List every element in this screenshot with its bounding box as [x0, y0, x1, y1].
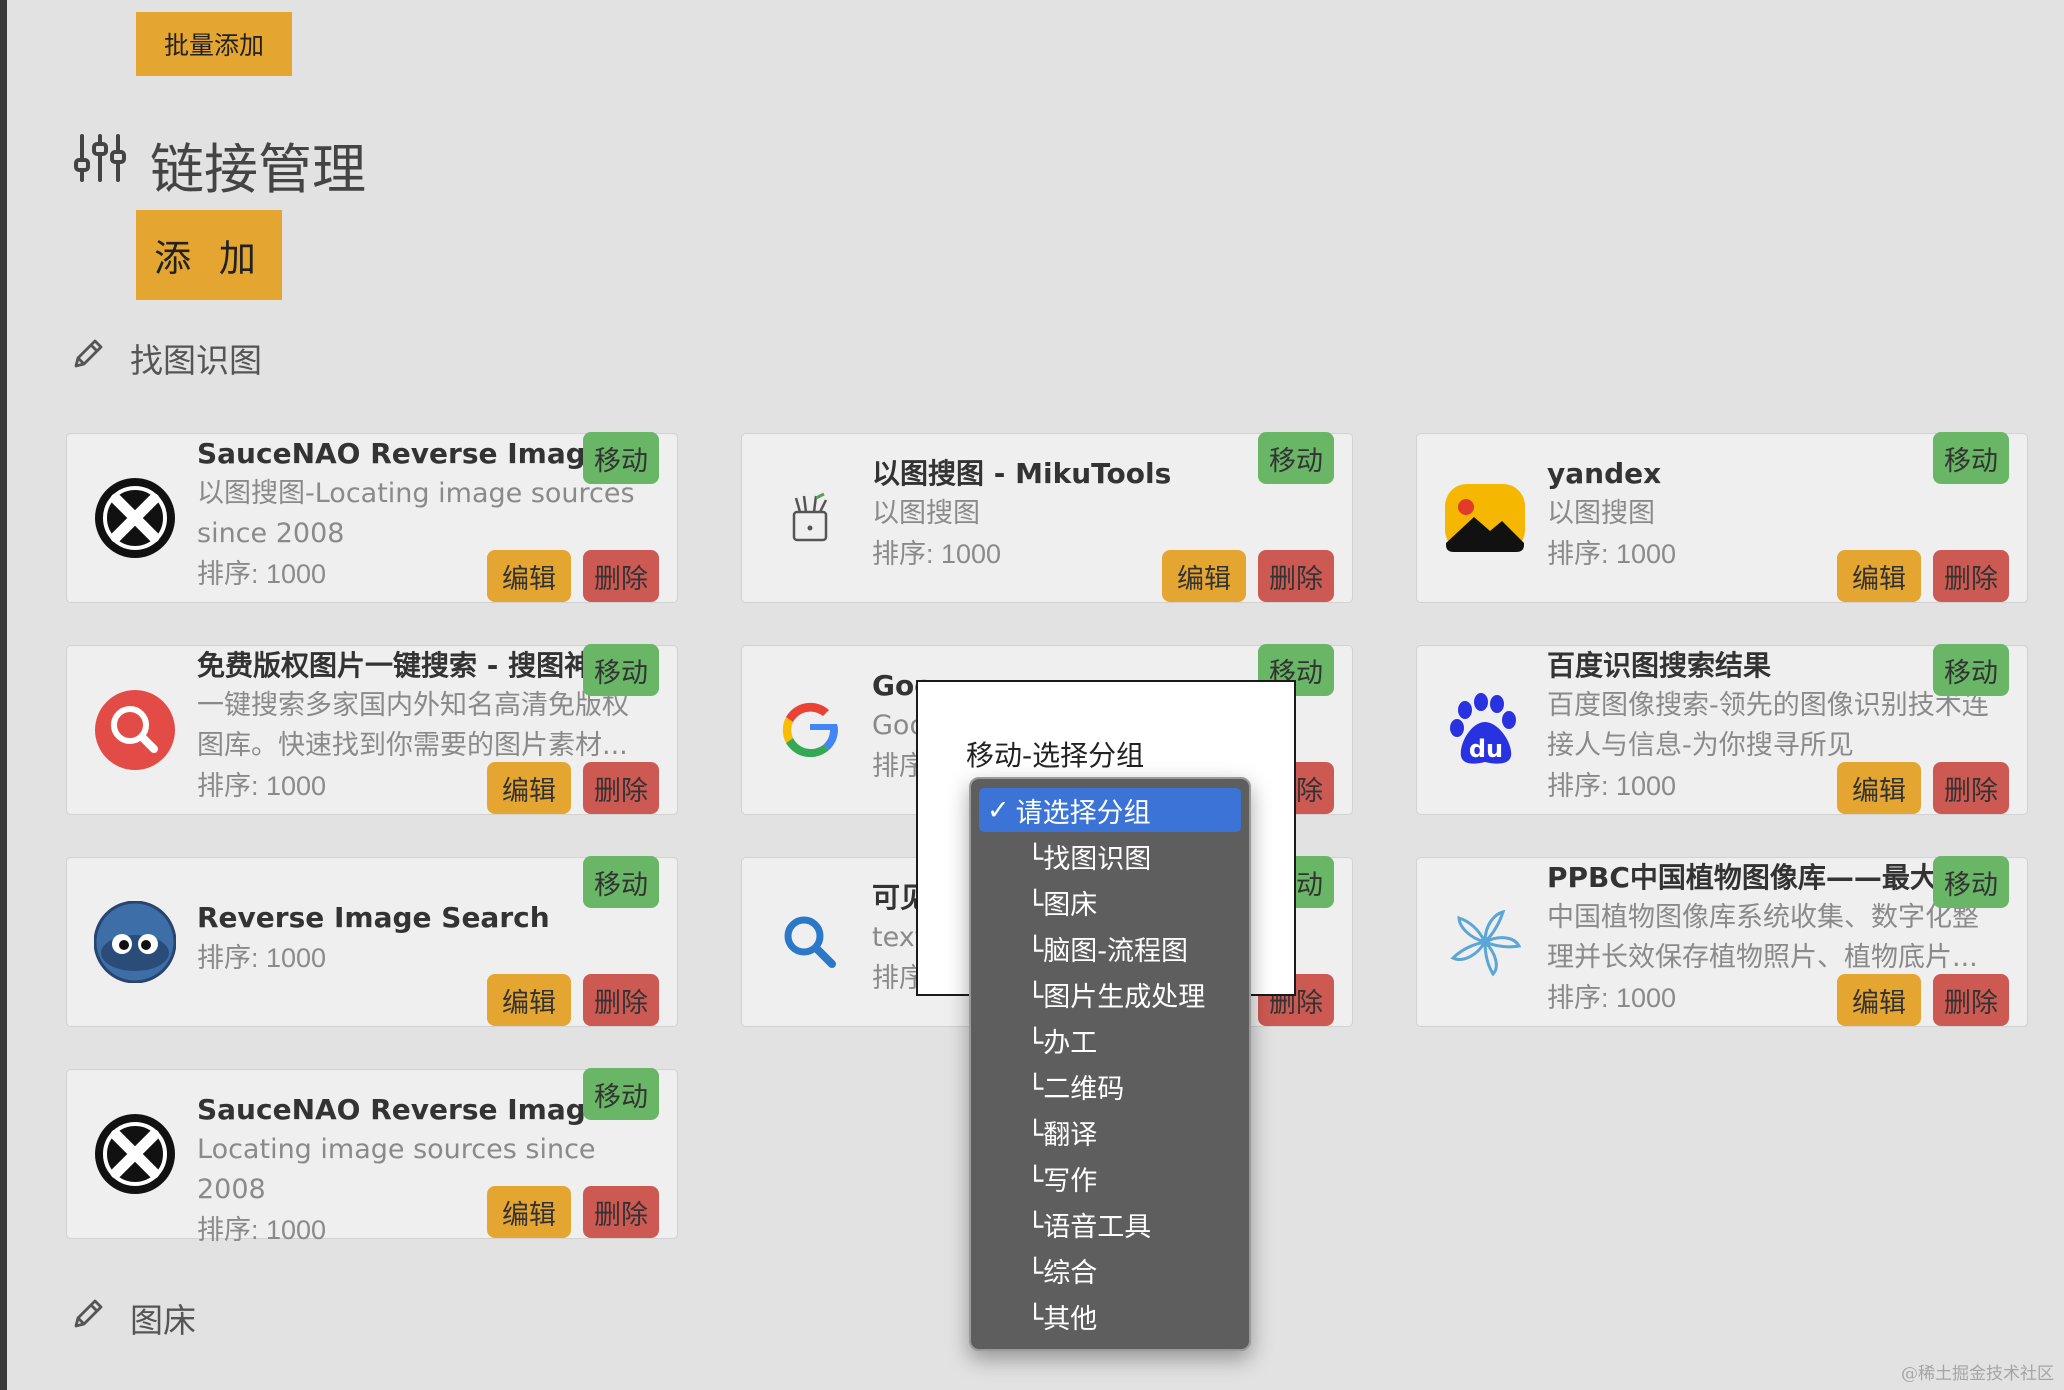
card-description: 中国植物图像库系统收集、数字化整理并长效保存植物照片、植物底片... [1547, 902, 1979, 973]
group-option[interactable]: └写作 [1027, 1165, 1098, 1197]
delete-button[interactable]: 删除 [1258, 550, 1334, 602]
link-card: PPBC中国植物图像库——最大的植物分类图片库 中国植物图像库系统收集、数字化整… [1416, 856, 2028, 1027]
move-button[interactable]: 移动 [1933, 644, 2009, 696]
move-button[interactable]: 移动 [583, 432, 659, 484]
card-title[interactable]: yandex [1547, 457, 1662, 490]
delete-button[interactable]: 删除 [583, 762, 659, 814]
link-card: yandex 以图搜图 排序: 1000 移动 编辑 删除 [1416, 432, 2028, 603]
edit-button[interactable]: 编辑 [487, 550, 571, 602]
move-button[interactable]: 移动 [1933, 856, 2009, 908]
page-title-text: 链接管理 [150, 137, 366, 201]
group-option[interactable]: └翻译 [1027, 1119, 1098, 1151]
link-card: SauceNAO Reverse Image Search 以图搜图-Locat… [66, 432, 678, 603]
card-description: Locating image sources since 2008 [197, 1134, 596, 1205]
ppbc-logo [1443, 900, 1527, 984]
link-card: SauceNAO Reverse Image Search Locating i… [66, 1068, 678, 1245]
delete-button[interactable]: 删除 [583, 550, 659, 602]
batch-add-button[interactable]: 批量添加 [136, 12, 292, 76]
card-order: 排序: 1000 [1547, 771, 1677, 801]
section-title: 图床 [70, 1290, 196, 1346]
yandex-image-logo [1443, 476, 1527, 560]
dialog-title: 移动-选择分组 [966, 739, 1145, 772]
card-title[interactable]: PPBC中国植物图像库——最大的植物分类图片库 [1547, 861, 2003, 894]
group-option[interactable]: └脑图-流程图 [1027, 935, 1188, 967]
saucenao-logo [93, 1112, 177, 1196]
delete-button[interactable]: 删除 [1933, 762, 2009, 814]
card-title[interactable]: SauceNAO Reverse Image Search [197, 437, 653, 470]
svg-text:du: du [1469, 735, 1503, 763]
card-description: 以图搜图-Locating image sources since 2008 [197, 478, 635, 549]
card-title[interactable]: SauceNAO Reverse Image Search [197, 1093, 653, 1126]
edit-button[interactable]: 编辑 [1837, 974, 1921, 1026]
edit-button[interactable]: 编辑 [487, 974, 571, 1026]
delete-button[interactable]: 删除 [583, 974, 659, 1026]
group-option[interactable]: └语音工具 [1027, 1211, 1152, 1243]
group-option[interactable]: └图片生成处理 [1027, 981, 1206, 1013]
move-button[interactable]: 移动 [1933, 432, 2009, 484]
link-card: Reverse Image Search 排序: 1000 移动 编辑 删除 [66, 856, 678, 1027]
link-card: 以图搜图 - MikuTools 以图搜图 排序: 1000 移动 编辑 删除 [741, 432, 1353, 603]
card-description: 以图搜图 [872, 498, 980, 529]
card-order: 排序: 1000 [197, 771, 327, 801]
pencil-icon [70, 1296, 106, 1340]
edit-button[interactable]: 编辑 [1837, 550, 1921, 602]
link-card: du 百度识图搜索结果 百度图像搜索-领先的图像识别技术连接人与信息-为你搜寻所… [1416, 644, 2028, 815]
reverse-image-search-logo [93, 900, 177, 984]
delete-button[interactable]: 删除 [583, 1186, 659, 1238]
group-option[interactable]: └图床 [1027, 889, 1098, 921]
card-order: 排序: 1000 [1547, 539, 1677, 569]
mikutools-logo [768, 476, 852, 560]
saucenao-logo [93, 476, 177, 560]
page-title: 链接管理 [72, 126, 366, 202]
card-description: 一键搜索多家国内外知名高清免版权图库。快速找到你需要的图片素材... [197, 690, 629, 761]
sliders-icon [72, 130, 128, 199]
group-option[interactable]: └二维码 [1027, 1073, 1125, 1105]
group-option-selected[interactable]: ✓ 请选择分组 [979, 788, 1241, 832]
group-option[interactable]: └找图识图 [1027, 843, 1152, 875]
group-select-dropdown[interactable]: ✓ 请选择分组 └找图识图 └图床 └脑图-流程图 └图片生成处理 └办工 └二… [969, 777, 1251, 1351]
add-link-button[interactable]: 添 加 [136, 210, 282, 300]
move-button[interactable]: 移动 [583, 644, 659, 696]
card-order: 排序: 1000 [197, 559, 327, 589]
move-button[interactable]: 移动 [583, 856, 659, 908]
card-description: 百度图像搜索-领先的图像识别技术连接人与信息-为你搜寻所见 [1547, 690, 1989, 761]
link-card: 免费版权图片一键搜索 - 搜图神器 一键搜索多家国内外知名高清免版权图库。快速找… [66, 644, 678, 815]
edit-button[interactable]: 编辑 [487, 1186, 571, 1238]
section-title: 找图识图 [70, 330, 262, 386]
group-option[interactable]: └综合 [1027, 1257, 1098, 1289]
magnifier-red-logo [93, 688, 177, 772]
group-option[interactable]: └办工 [1027, 1027, 1098, 1059]
pencil-icon [70, 336, 106, 380]
magnifier-blue-logo [768, 900, 852, 984]
group-option[interactable]: └其他 [1027, 1303, 1098, 1335]
window-left-edge [0, 0, 7, 1390]
card-order: 排序: 1000 [197, 943, 327, 973]
delete-button[interactable]: 删除 [1933, 550, 2009, 602]
checkmark-icon: ✓ [987, 794, 1010, 826]
card-description: 以图搜图 [1547, 498, 1655, 529]
google-logo [768, 688, 852, 772]
card-order: 排序: 1000 [872, 539, 1002, 569]
edit-button[interactable]: 编辑 [487, 762, 571, 814]
card-order: 排序: 1000 [197, 1215, 327, 1245]
card-title[interactable]: 百度识图搜索结果 [1547, 649, 1772, 682]
watermark: @稀土掘金技术社区 [1901, 1364, 2054, 1384]
card-title[interactable]: 以图搜图 - MikuTools [872, 457, 1172, 490]
baidu-logo: du [1443, 688, 1527, 772]
move-button[interactable]: 移动 [583, 1068, 659, 1120]
edit-button[interactable]: 编辑 [1837, 762, 1921, 814]
move-button[interactable]: 移动 [1258, 432, 1334, 484]
delete-button[interactable]: 删除 [1933, 974, 2009, 1026]
edit-button[interactable]: 编辑 [1162, 550, 1246, 602]
card-order: 排序: 1000 [1547, 983, 1677, 1013]
card-title[interactable]: 免费版权图片一键搜索 - 搜图神器 [197, 649, 621, 682]
card-title[interactable]: Reverse Image Search [197, 901, 550, 934]
